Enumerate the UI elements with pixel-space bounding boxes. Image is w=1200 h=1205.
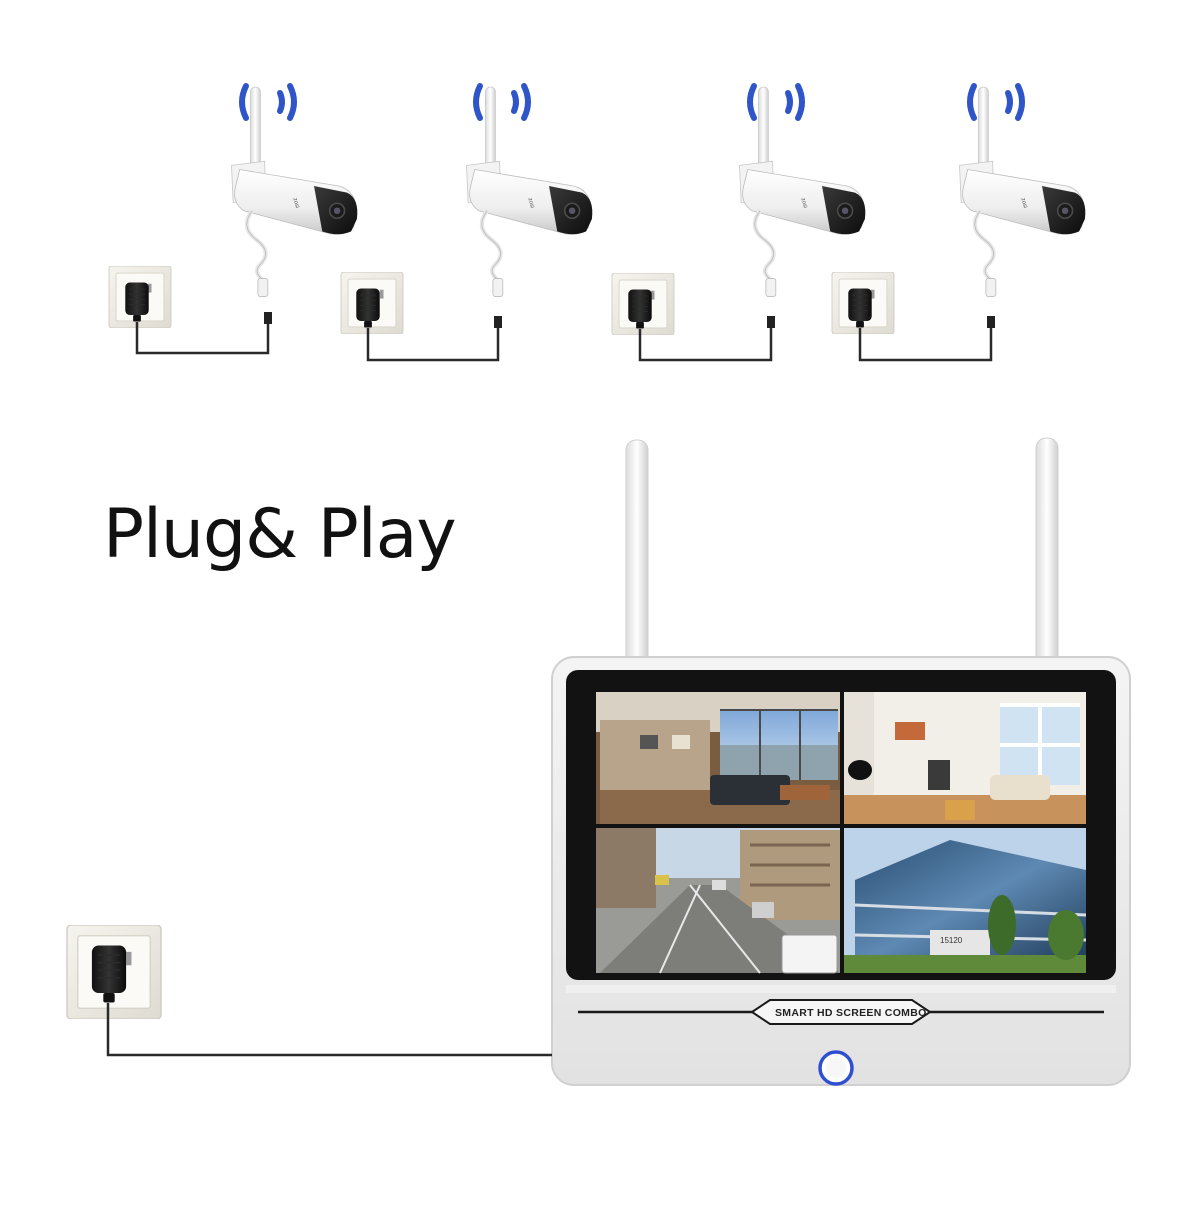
monitor-screen: 15120 (596, 692, 1087, 974)
camera-3 (740, 87, 866, 297)
nvr-power-supply (66, 925, 552, 1057)
feed-street (596, 828, 840, 974)
nvr-antenna-left (625, 439, 649, 681)
camera-2 (467, 87, 593, 297)
feed-living-room (844, 692, 1086, 824)
camera-power-supplies (108, 266, 995, 362)
camera-1 (232, 87, 358, 297)
nvr-monitor: 15120 SMART HD SCREEN COMBO (551, 437, 1131, 1086)
nvr-antenna-right (1035, 437, 1059, 679)
feed-building: 15120 (844, 828, 1087, 973)
feed-office (596, 692, 840, 824)
headline: Plug& Play (103, 495, 457, 574)
combo-badge-label: SMART HD SCREEN COMBO (775, 1007, 927, 1019)
combo-badge (750, 999, 932, 1025)
building-number: 15120 (940, 936, 963, 945)
power-button-icon[interactable] (818, 1050, 854, 1086)
wifi-signal-icon (239, 83, 1025, 121)
camera-4 (960, 87, 1086, 297)
